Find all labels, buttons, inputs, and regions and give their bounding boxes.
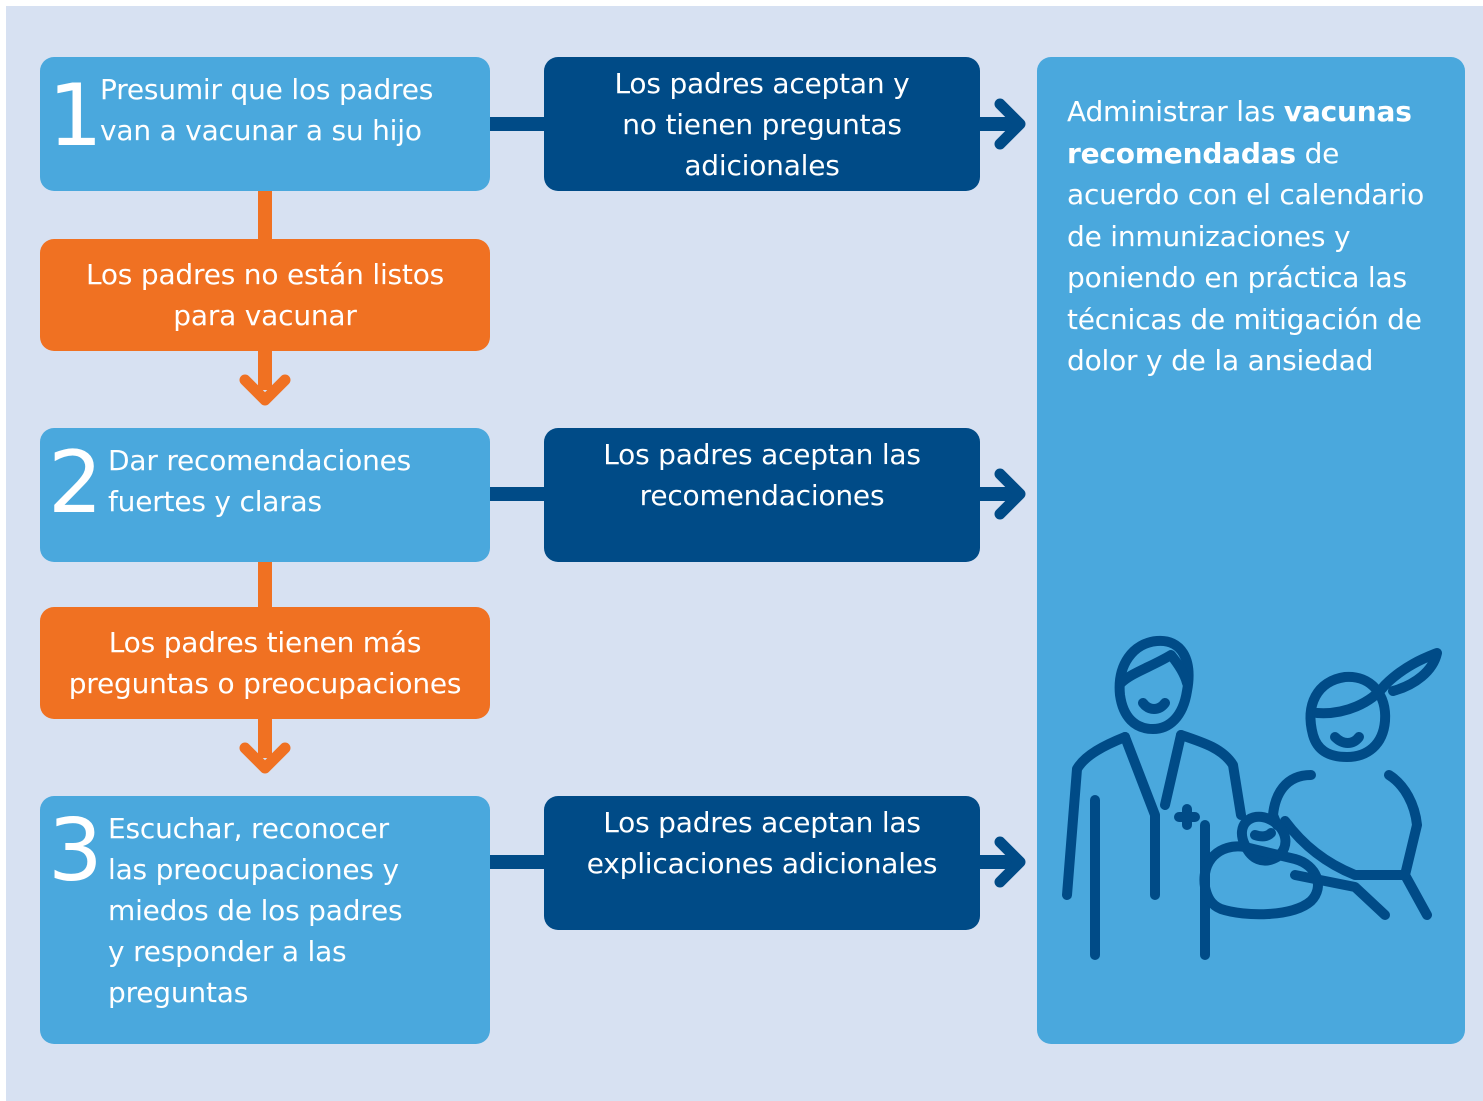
result-text-bold: vacunas recomendadas (1067, 95, 1412, 170)
connector-step2-to-accept2 (488, 487, 546, 501)
step-3-box: 3 Escuchar, reconocer las preocupaciones… (40, 796, 490, 1044)
right-arrow-icon (994, 98, 1026, 150)
down-arrow-icon (239, 374, 291, 406)
accept-box-3: Los padres aceptan las explicaciones adi… (544, 796, 980, 930)
parent-with-baby-icon (1199, 648, 1442, 920)
result-box: Administrar las vacunas recomendadas de … (1037, 57, 1465, 1044)
connector-step1-to-accept1 (488, 117, 546, 131)
connector-step1-to-notready1 (258, 190, 272, 240)
accept-box-1: Los padres aceptan y no tienen preguntas… (544, 57, 980, 191)
step-1-text: Presumir que los padres van a vacunar a … (100, 73, 434, 147)
right-arrow-icon (994, 836, 1026, 888)
not-ready-box-1: Los padres no están listos para vacunar (40, 239, 490, 351)
connector-notready1-to-step2 (258, 350, 272, 390)
right-arrow-icon (994, 468, 1026, 520)
down-arrow-icon (239, 742, 291, 774)
step-3-text: Escuchar, reconocer las preocupaciones y… (108, 812, 403, 1009)
result-text-end: de acuerdo con el calendario de inmuniza… (1067, 136, 1425, 378)
step-1-box: 1 Presumir que los padres van a vacunar … (40, 57, 490, 191)
connector-step3-to-accept3 (488, 855, 546, 869)
result-text-start: Administrar las (1067, 95, 1284, 128)
doctor-and-parent-illustration (1062, 635, 1442, 960)
connector-step2-to-notready2 (258, 560, 272, 608)
not-ready-box-2: Los padres tienen más preguntas o preocu… (40, 607, 490, 719)
doctor-icon (1062, 635, 1246, 960)
connector-notready2-to-step3 (258, 718, 272, 758)
step-2-text: Dar recomendaciones fuertes y claras (108, 444, 412, 518)
step-1-number: 1 (48, 66, 103, 166)
step-3-number: 3 (48, 801, 103, 901)
result-text: Administrar las vacunas recomendadas de … (1067, 91, 1457, 382)
accept-box-2: Los padres aceptan las recomendaciones (544, 428, 980, 562)
step-2-number: 2 (48, 433, 103, 533)
step-2-box: 2 Dar recomendaciones fuertes y claras (40, 428, 490, 562)
